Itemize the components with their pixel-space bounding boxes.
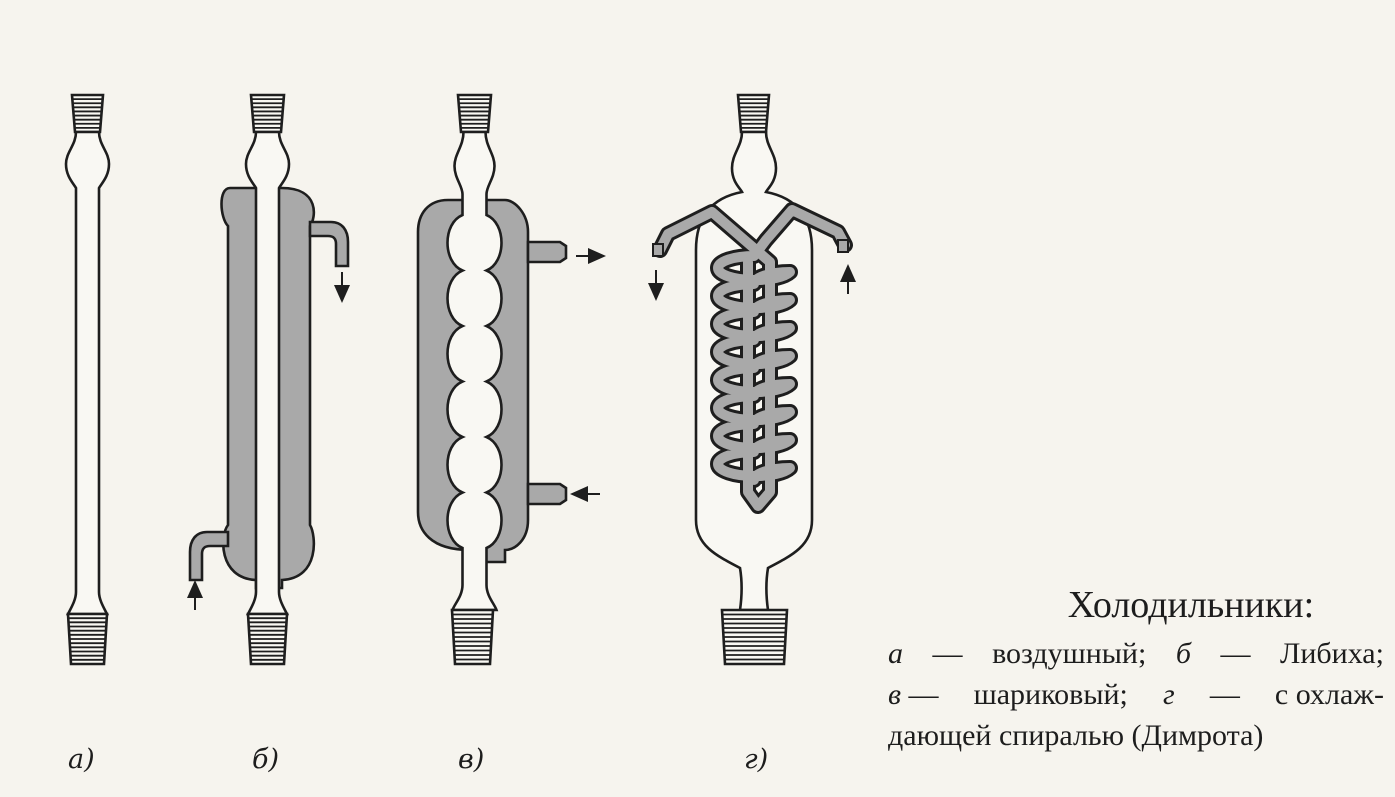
ground-joint-icon: [246, 612, 289, 666]
caption-line-2: в — шариковый; г — с охлаж-: [888, 674, 1384, 715]
inlet-nozzle: [526, 482, 568, 506]
caption-text-g: с охлаж-: [1274, 678, 1384, 711]
ground-joint-icon: [720, 608, 789, 666]
panel-label-v: в): [458, 744, 485, 775]
allihn-condenser: [416, 93, 606, 666]
figure-caption: Холодильники: а — воздушный; б — Либиха;…: [888, 583, 1384, 756]
ground-joint-icon: [249, 93, 286, 134]
caption-dash: —: [908, 678, 939, 711]
caption-text-b: Либиха;: [1279, 637, 1384, 670]
ground-joint-icon: [66, 612, 109, 666]
panel-label-g: г): [744, 744, 769, 775]
liebig-condenser: [187, 93, 350, 666]
ground-joint-icon: [450, 608, 495, 666]
cooling-coil: [652, 202, 853, 514]
caption-letter-v: в: [888, 678, 902, 711]
outlet-nozzle: [526, 240, 568, 264]
caption-text-v: шариковый;: [973, 678, 1128, 711]
panel-label-a: а): [68, 744, 95, 775]
ground-joint-icon: [736, 93, 771, 134]
caption-dash: —: [932, 637, 963, 670]
air-condenser: [64, 93, 111, 666]
caption-text-a: воздушный;: [992, 637, 1147, 670]
panel-label-b: б): [252, 744, 280, 775]
caption-letter-b: б: [1175, 637, 1191, 670]
caption-title: Холодильники:: [1067, 584, 1315, 626]
caption-continuation: дающей спиралью (Димрота): [888, 719, 1264, 752]
outlet-arm: [308, 220, 350, 268]
air-condenser-tube: [64, 130, 111, 616]
caption-line-1: а — воздушный; б — Либиха;: [888, 633, 1384, 674]
ground-joint-icon: [70, 93, 105, 134]
dimroth-condenser: [648, 93, 856, 666]
ground-joint-icon: [456, 93, 493, 134]
caption-letter-g: г: [1162, 678, 1175, 711]
caption-dash: —: [1209, 678, 1240, 711]
caption-line-3: дающей спиралью (Димрота): [888, 715, 1384, 756]
bulb-inner-tube: [446, 130, 503, 612]
caption-letter-a: а: [888, 637, 903, 670]
caption-dash: —: [1220, 637, 1251, 670]
inlet-arm: [188, 530, 230, 582]
